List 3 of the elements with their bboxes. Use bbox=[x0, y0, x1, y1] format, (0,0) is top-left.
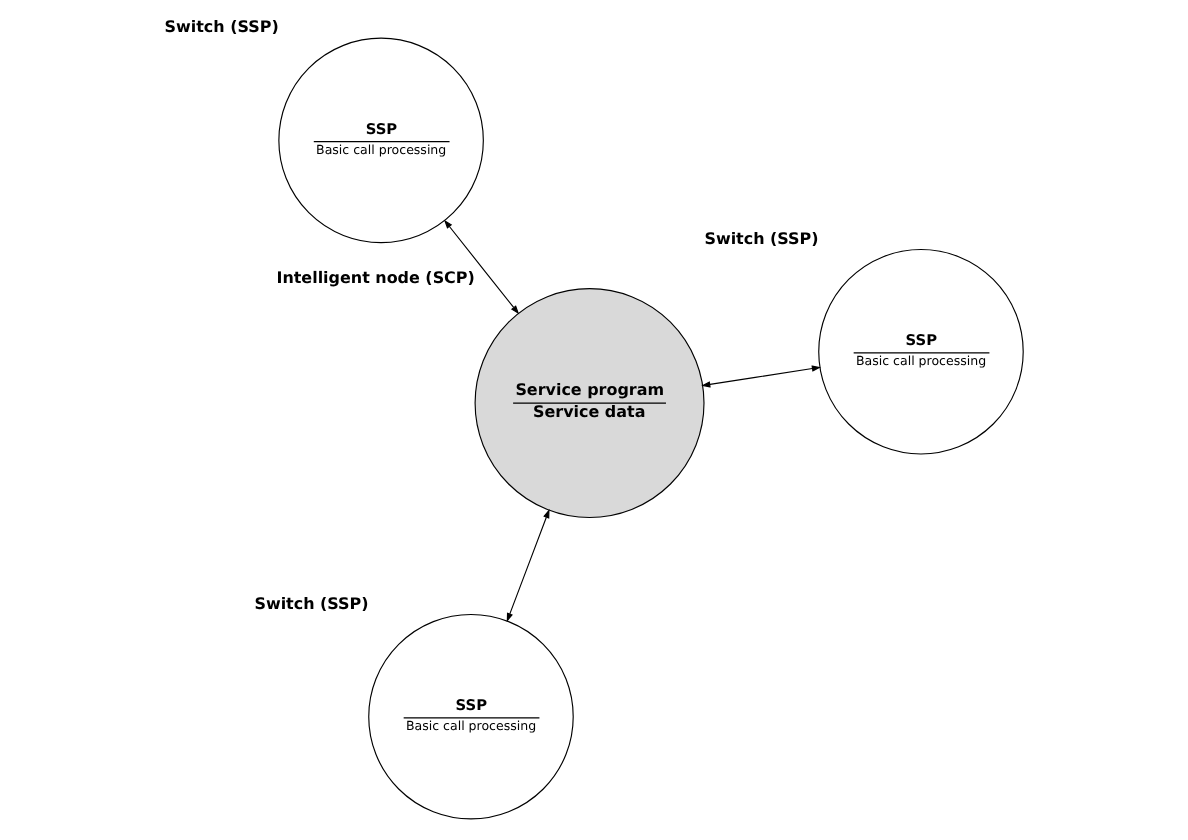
arrow bbox=[444, 219, 520, 315]
arrow bbox=[506, 509, 550, 623]
arrow bbox=[701, 365, 821, 388]
